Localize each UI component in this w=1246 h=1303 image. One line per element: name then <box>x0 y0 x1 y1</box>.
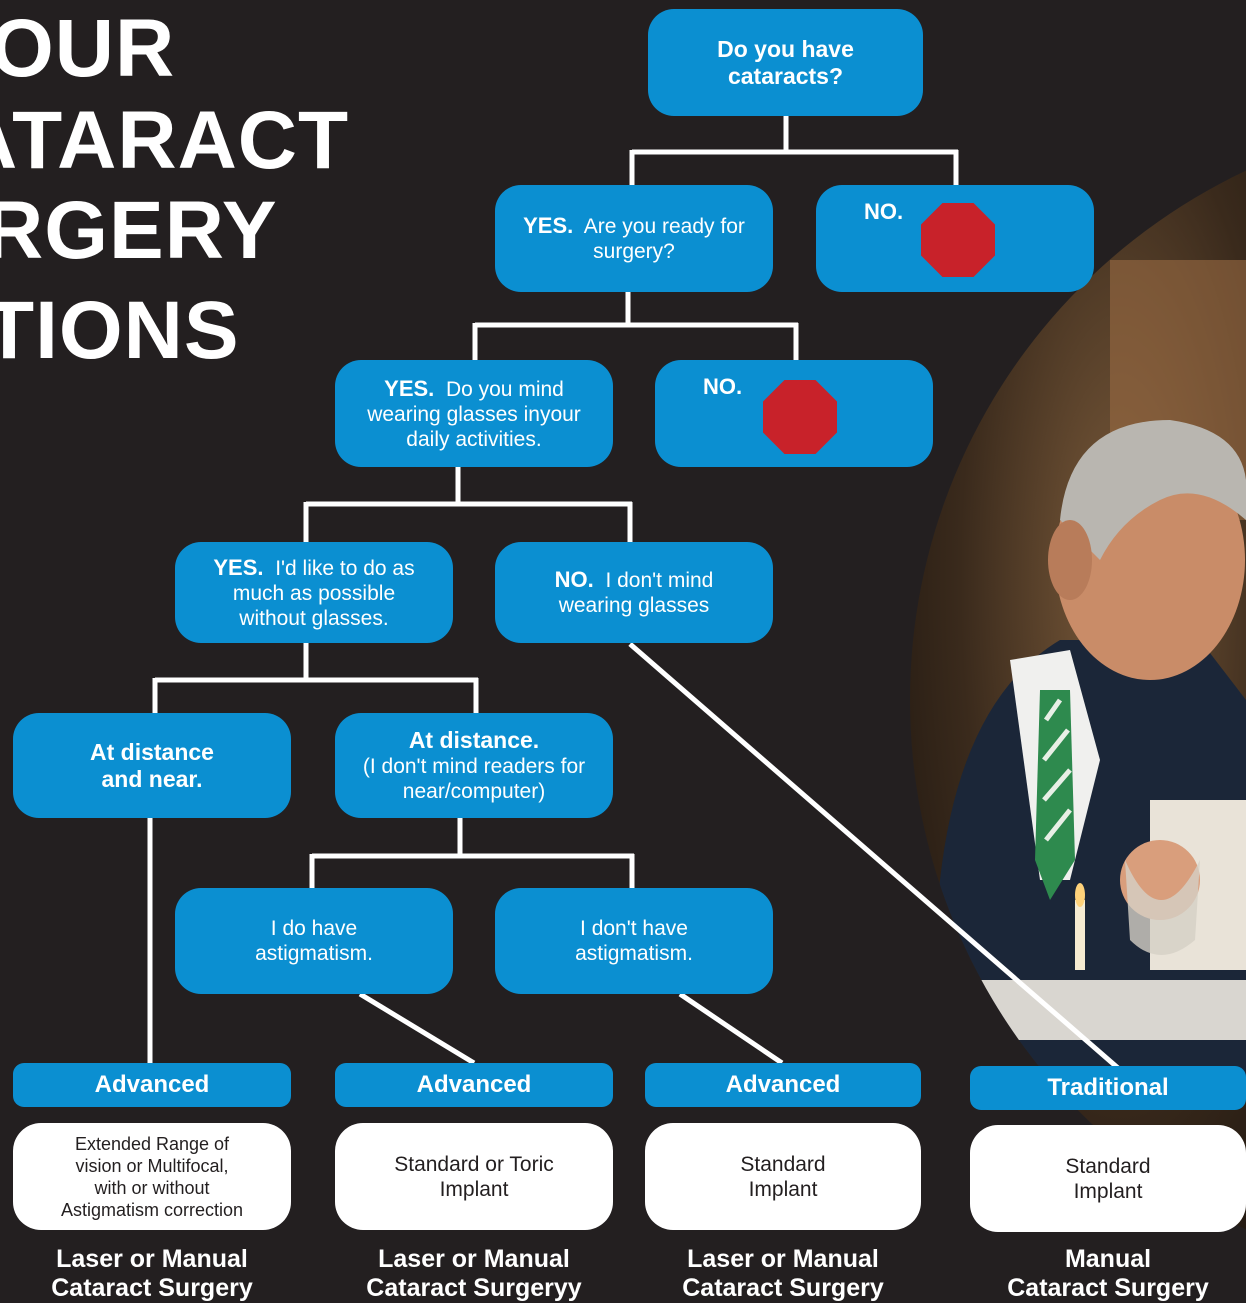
implant-card: Extended Range of vision or Multifocal, … <box>13 1123 291 1230</box>
distance-box: At distance. (I don't mind readers for n… <box>335 713 613 818</box>
without-glasses-box: YES. I'd like to do as much as possible … <box>175 542 453 643</box>
title-line: ATARACT <box>0 95 350 186</box>
surgery-caption: Laser or Manual Cataract Surgery <box>633 1245 933 1303</box>
no-label: NO. <box>703 374 743 399</box>
yes-label: YES. <box>213 554 264 580</box>
surgery-caption: Laser or Manual Cataract Surgery <box>2 1245 302 1303</box>
surgery-line: Laser or Manual <box>378 1245 570 1273</box>
title-line: OUR <box>0 3 176 94</box>
implant-line: Standard <box>740 1152 826 1176</box>
title-line: TIONS <box>0 285 240 376</box>
yes-label: YES. <box>384 375 435 401</box>
title-line: RGERY <box>0 185 278 276</box>
distance-near-box: At distance and near. <box>13 713 291 818</box>
tier-label: Advanced <box>335 1063 613 1107</box>
distance-text: (I don't mind readers for near/computer) <box>362 755 586 803</box>
tier-label: Traditional <box>970 1066 1246 1110</box>
cataracts-question-box: Do you have cataracts? <box>648 9 923 116</box>
page-title: OUR ATARACT RGERY TIONS <box>0 0 420 420</box>
ready-question-text: Are you ready for surgery? <box>583 215 745 263</box>
surgery-line: Cataract Surgery <box>682 1274 884 1302</box>
tier-label: Advanced <box>645 1063 921 1107</box>
implant-line: Implant <box>748 1177 818 1201</box>
implant-line: vision or Multifocal, <box>75 1155 229 1176</box>
implant-line: Standard <box>1065 1154 1151 1178</box>
surgery-line: Cataract Surgery <box>1007 1274 1209 1302</box>
surgery-line: Manual <box>1064 1245 1152 1273</box>
astigmatism-yes-text: I do have astigmatism. <box>255 917 373 965</box>
implant-line: Implant <box>1073 1179 1143 1203</box>
astigmatism-no-box: I don't have astigmatism. <box>495 888 773 994</box>
distance-title: At distance. <box>408 727 540 753</box>
without-glasses-text: I'd like to do as much as possible witho… <box>232 556 415 630</box>
cataracts-question-text: Do you have cataracts? <box>717 35 854 89</box>
implant-line: Implant <box>439 1177 509 1201</box>
tier-label: Advanced <box>13 1063 291 1107</box>
no-label: NO. <box>864 199 904 224</box>
no-label: NO. <box>554 567 594 592</box>
surgery-caption: Laser or Manual Cataract Surgeryy <box>324 1245 624 1303</box>
glasses-question-text: Do you mind wearing glasses inyour daily… <box>367 377 581 451</box>
dont-mind-glasses-box: NO. I don't mind wearing glasses <box>495 542 773 643</box>
dont-mind-text: I don't mind wearing glasses <box>558 569 714 617</box>
yes-label: YES. <box>523 213 574 238</box>
implant-line: with or without <box>94 1177 210 1198</box>
implant-card: Standard Implant <box>645 1123 921 1230</box>
surgery-line: Laser or Manual <box>56 1245 248 1273</box>
surgery-line: Cataract Surgeryy <box>366 1274 582 1302</box>
surgery-line: Cataract Surgery <box>51 1274 253 1302</box>
astigmatism-no-text: I don't have astigmatism. <box>575 917 693 965</box>
stop-icon <box>763 380 837 454</box>
distance-near-text: At distance and near. <box>90 738 214 792</box>
ready-yes-box: YES. Are you ready for surgery? <box>495 185 773 292</box>
implant-card: Standard Implant <box>970 1125 1246 1232</box>
implant-line: Astigmatism correction <box>60 1199 244 1220</box>
stop-icon <box>921 203 995 277</box>
surgery-caption: Manual Cataract Surgery <box>958 1245 1246 1303</box>
implant-card: Standard or Toric Implant <box>335 1123 613 1230</box>
implant-line: Standard or Toric <box>394 1152 554 1176</box>
implant-line: Extended Range of <box>74 1133 230 1154</box>
surgery-line: Laser or Manual <box>687 1245 879 1273</box>
glasses-yes-box: YES. Do you mind wearing glasses inyour … <box>335 360 613 467</box>
astigmatism-yes-box: I do have astigmatism. <box>175 888 453 994</box>
